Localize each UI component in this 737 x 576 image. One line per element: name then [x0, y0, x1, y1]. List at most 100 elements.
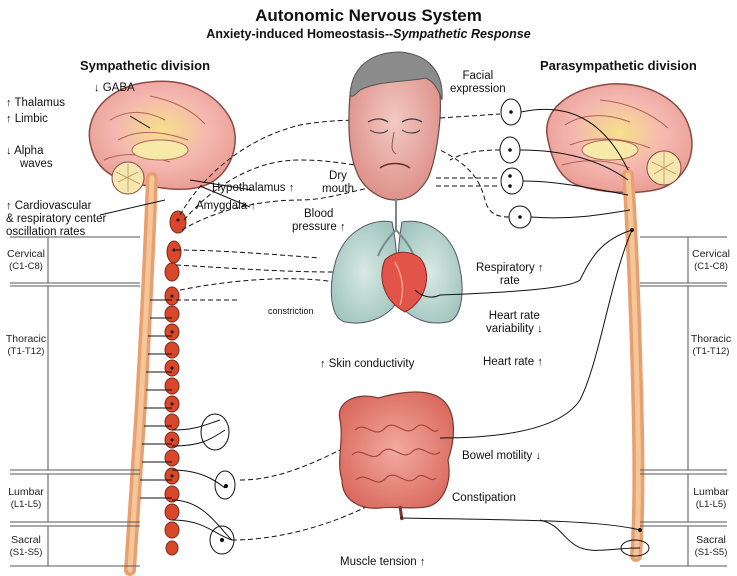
segment-range: (T1-T12): [692, 346, 730, 357]
right-segment-lumbar: Lumbar(L1-L5): [688, 486, 734, 511]
segment-name: Sacral: [11, 534, 41, 546]
skin-conductivity-label: ↑ Skin conductivity: [320, 358, 414, 371]
lungs-heart-illustration: [330, 198, 463, 324]
segment-name: Thoracic: [5, 333, 47, 345]
bowel-motility-label: Bowel motility ↓: [462, 450, 541, 463]
facial-line2: expression: [450, 83, 506, 95]
segment-range: (C1-C8): [9, 261, 43, 272]
segment-range: (S1-S5): [694, 547, 728, 558]
left-segment-cervical: Cervical(C1-C8): [4, 248, 48, 273]
muscle-text: Muscle tension: [340, 556, 417, 568]
segment-name: Lumbar: [8, 486, 44, 498]
up-arrow-icon: ↑: [250, 200, 256, 212]
constipation-label: Constipation: [452, 492, 516, 504]
down-arrow-icon: ↓: [537, 323, 543, 335]
segment-name: Cervical: [7, 248, 45, 260]
left-nerve-connections: [140, 299, 236, 555]
hrv-line2: variability: [486, 323, 534, 335]
parasympathetic-solid-connections: [399, 108, 650, 557]
thalamus-label: ↑ Thalamus: [6, 97, 65, 110]
diagram-subtitle: Anxiety-induced Homeostasis--Sympathetic…: [0, 27, 737, 41]
bowel-text: Bowel motility: [462, 450, 533, 462]
up-arrow-icon: ↑: [538, 262, 544, 274]
sympathetic-ganglia-chain: [164, 210, 187, 556]
up-arrow-icon: ↑: [6, 200, 12, 212]
respiratory-line1: Respiratory: [476, 262, 535, 274]
heart-rate-label: Heart rate ↑: [483, 356, 543, 369]
left-segment-brackets: [10, 236, 140, 567]
gaba-label: ↓ GABA: [94, 82, 135, 95]
sympathetic-dashed-outflow: [175, 119, 421, 541]
cardio-line2: & respiratory center: [6, 213, 107, 225]
up-arrow-icon: ↑: [288, 182, 295, 194]
parasympathetic-dashed-lines: [436, 113, 510, 218]
right-segment-thoracic: Thoracic(T1-T12): [688, 333, 734, 358]
segment-range: (C1-C8): [694, 261, 728, 272]
dry-line1: Dry: [329, 170, 347, 182]
down-arrow-icon: ↓: [94, 82, 100, 94]
facial-line1: Facial: [462, 70, 494, 82]
up-arrow-icon: ↑: [537, 356, 543, 368]
segment-name: Sacral: [696, 534, 726, 546]
limbic-text: Limbic: [14, 113, 48, 125]
left-segment-sacral: Sacral(S1-S5): [4, 534, 48, 559]
waves-text: waves: [20, 158, 53, 170]
left-spinal-cord: [124, 172, 158, 576]
muscle-tension-label: Muscle tension ↑: [340, 556, 425, 569]
segment-range: (T1-T12): [7, 346, 45, 357]
up-arrow-icon: ↑: [320, 358, 326, 370]
hypothalamus-label: Hypothalamus ↑: [212, 182, 294, 195]
up-arrow-icon: ↑: [6, 97, 12, 109]
up-arrow-icon: ↑: [339, 221, 346, 233]
amygdala-label: Amygdala ↑: [196, 200, 256, 213]
diagram-title: Autonomic Nervous System: [255, 6, 482, 25]
left-brain: [88, 80, 236, 195]
amygdala-text: Amygdala: [196, 200, 248, 212]
up-arrow-icon: ↑: [419, 556, 426, 568]
right-segment-cervical: Cervical(C1-C8): [688, 248, 734, 273]
hrv-line1: Heart rate: [488, 310, 540, 322]
segment-range: (L1-L5): [695, 499, 727, 510]
gaba-text: GABA: [102, 82, 135, 94]
dry-line2: mouth: [322, 183, 354, 195]
cardio-line3: oscillation rates: [6, 226, 86, 238]
segment-name: Thoracic: [690, 333, 732, 345]
sympathetic-division-heading: Sympathetic division: [80, 58, 211, 73]
alpha-text: Alpha: [14, 145, 44, 157]
constriction-label: constriction: [268, 306, 314, 316]
skin-text: Skin conductivity: [328, 358, 415, 370]
respiratory-rate-label: Respiratory ↑ rate: [476, 262, 544, 288]
right-spinal-cord: [622, 169, 645, 562]
parasympathetic-ganglia: [499, 98, 532, 229]
thalamus-text: Thalamus: [14, 97, 66, 109]
respiratory-line2: rate: [499, 275, 520, 287]
cardio-line1: Cardiovascular: [14, 200, 92, 212]
up-arrow-icon: ↑: [6, 113, 12, 125]
face-illustration: [348, 51, 443, 201]
left-segment-lumbar: Lumbar(L1-L5): [4, 486, 48, 511]
segment-range: (L1-L5): [10, 499, 42, 510]
limbic-label: ↑ Limbic: [6, 113, 48, 126]
heart-rate-text: Heart rate: [483, 356, 535, 368]
blood-line2: pressure: [292, 221, 337, 233]
subtitle-italic: Sympathetic Response: [393, 27, 531, 41]
blood-line1: Blood: [304, 208, 334, 220]
segment-name: Cervical: [692, 248, 730, 260]
right-brain: [545, 83, 693, 194]
intestines-illustration: [338, 391, 455, 521]
down-arrow-icon: ↓: [6, 145, 12, 157]
down-arrow-icon: ↓: [535, 450, 542, 462]
segment-name: Lumbar: [693, 486, 729, 498]
right-segment-brackets: [640, 236, 727, 567]
right-segment-sacral: Sacral(S1-S5): [688, 534, 734, 559]
parasympathetic-division-heading: Parasympathetic division: [540, 58, 697, 73]
left-segment-thoracic: Thoracic(T1-T12): [4, 333, 48, 358]
